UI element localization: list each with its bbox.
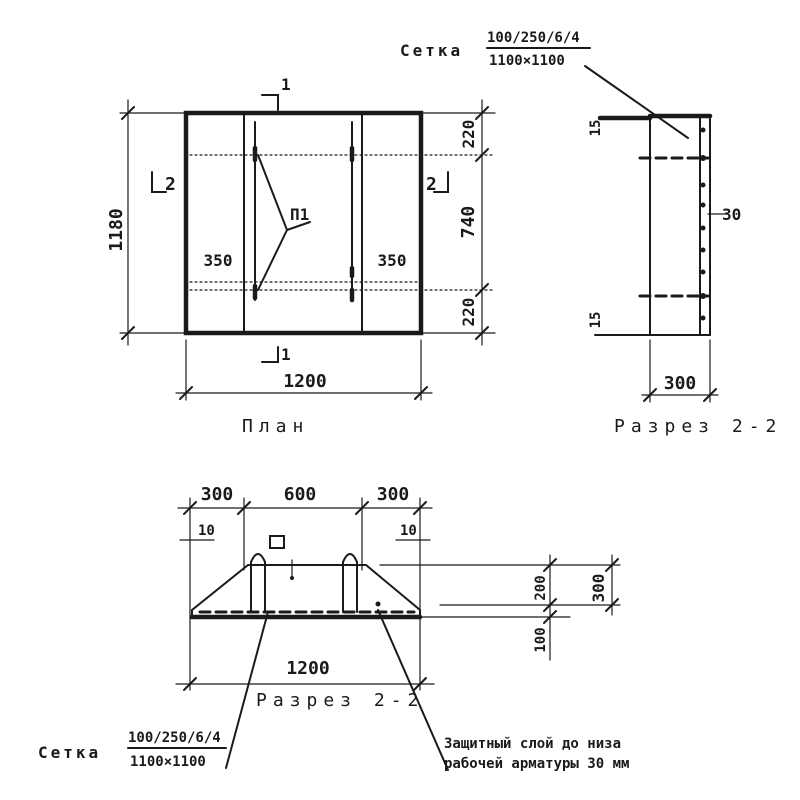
plan-dim-left: 350	[204, 251, 233, 270]
plan-cut1-top-label: 1	[281, 75, 291, 94]
bottom-dim-edge-left: 10	[198, 523, 215, 539]
bottom-dim-left: 300	[201, 484, 234, 505]
bottom-mesh-spec-bottom: 1100×1100	[130, 754, 206, 770]
bottom-mesh-label: Сетка	[38, 743, 101, 762]
bottom-dim-h3: 100	[533, 627, 549, 652]
plan-cut2-left-label: 2	[165, 174, 176, 195]
bottom-mesh-leader	[225, 611, 269, 769]
bottom-slab-profile	[191, 564, 421, 618]
side-mesh-label: Сетка	[400, 41, 463, 60]
bottom-cover-leader	[377, 609, 449, 771]
plan-cut2-right-label: 2	[426, 174, 437, 195]
plan-dim-top: 220	[459, 120, 478, 149]
bottom-lifting-loop-right	[342, 553, 358, 613]
side-dim-width: 300	[664, 373, 697, 394]
bottom-section-title: Разрез 2-2	[256, 690, 424, 711]
side-dim-bottom: 15	[588, 312, 604, 329]
bottom-cover-note-line2: рабочей арматуры 30 мм	[444, 756, 629, 772]
plan-dim-right: 350	[378, 251, 407, 270]
plan-dim-mid: 740	[458, 206, 479, 239]
plan-loop-label: П1	[290, 205, 309, 224]
plan-dim-height: 1180	[106, 208, 127, 251]
side-dim-height: 30	[722, 205, 741, 224]
bottom-dim-mid: 600	[284, 484, 317, 505]
plan-dim-width: 1200	[283, 371, 326, 392]
side-mesh-leader	[584, 65, 689, 139]
bottom-cover-note-line1: Защитный слой до низа	[444, 736, 621, 752]
bottom-mesh-spec-top: 100/250/6/4	[128, 730, 221, 746]
plan-cut1-bottom-marker	[261, 346, 279, 363]
plan-cut1-top-marker	[261, 94, 279, 111]
plan-slab-outline	[183, 110, 424, 336]
side-mesh-spec-bottom: 1100×1100	[489, 53, 565, 69]
bottom-lifting-loop-left	[250, 553, 266, 613]
plan-cut2-left-marker	[151, 171, 167, 193]
bottom-dim-right: 300	[377, 484, 410, 505]
side-section-view: Сетка 100/250/6/4 1100×1100 15 15 30	[400, 30, 782, 437]
side-mesh-spec-top: 100/250/6/4	[487, 30, 580, 46]
bottom-dim-h2: 300	[589, 574, 608, 603]
bottom-dim-h1: 200	[533, 575, 549, 600]
side-section-title: Разрез 2-2	[614, 416, 782, 437]
side-dim-top: 15	[588, 120, 604, 137]
plan-title: План	[242, 416, 309, 437]
plan-view: 1180 220 740 220 1200 350 350 П1 1	[106, 75, 496, 437]
bottom-dim-total: 1200	[286, 658, 329, 679]
plan-dim-bottom: 220	[459, 298, 478, 327]
plan-cut1-bottom-label: 1	[281, 345, 291, 364]
bottom-section-view: 300 600 300 10 10 200 300 100	[38, 484, 629, 772]
bottom-dim-edge-right: 10	[400, 523, 417, 539]
plan-cut2-right-marker	[433, 171, 449, 193]
